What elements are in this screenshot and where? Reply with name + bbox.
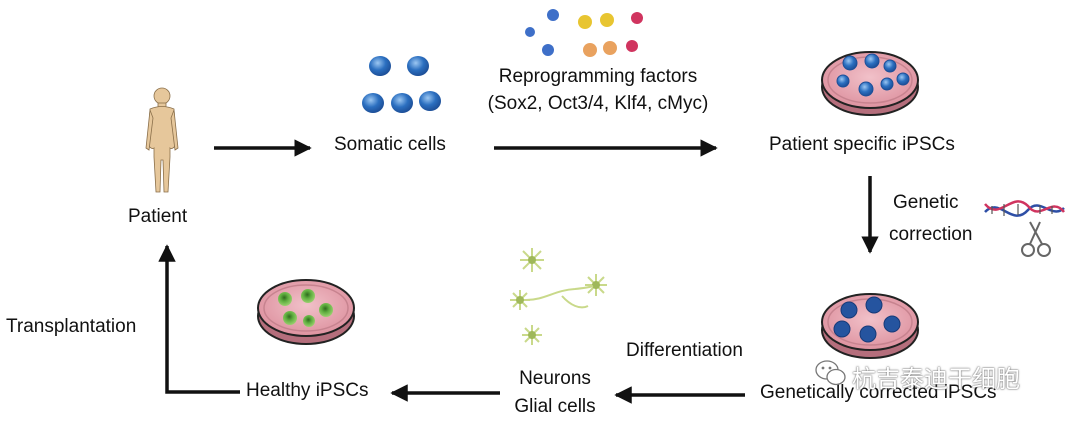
label-patient-ipscs: Patient specific iPSCs xyxy=(769,134,955,155)
label-differentiation: Differentiation xyxy=(626,340,743,361)
dna-scissors-icon xyxy=(984,200,1065,257)
neuron-cells-icon xyxy=(510,248,607,345)
human-figure-icon xyxy=(145,87,179,193)
label-correction: correction xyxy=(889,224,973,245)
arrow-transplantation xyxy=(158,244,240,394)
wechat-icon xyxy=(815,360,846,386)
label-reprogramming-title: Reprogramming factors xyxy=(498,66,698,87)
label-somatic-cells: Somatic cells xyxy=(334,134,446,155)
petri-dish-icon xyxy=(821,293,919,359)
label-reprogramming-factors: (Sox2, Oct3/4, Klf4, cMyc) xyxy=(487,93,709,114)
petri-dish-icon xyxy=(821,51,919,116)
label-corrected-ipscs: Genetically corrected iPSCs xyxy=(760,382,997,403)
petri-dish-icon xyxy=(257,279,355,345)
label-healthy-ipscs: Healthy iPSCs xyxy=(246,380,369,401)
reprogramming-factor-dots-icon xyxy=(525,9,643,57)
label-neurons: Neurons xyxy=(519,368,591,389)
label-glial-cells: Glial cells xyxy=(514,396,596,417)
label-transplantation: Transplantation xyxy=(6,316,137,337)
watermark-text: 杭吉泰迪干细胞 xyxy=(852,366,1020,393)
somatic-cells-icon xyxy=(362,56,441,113)
label-genetic: Genetic xyxy=(893,192,959,213)
label-patient: Patient xyxy=(128,206,188,227)
